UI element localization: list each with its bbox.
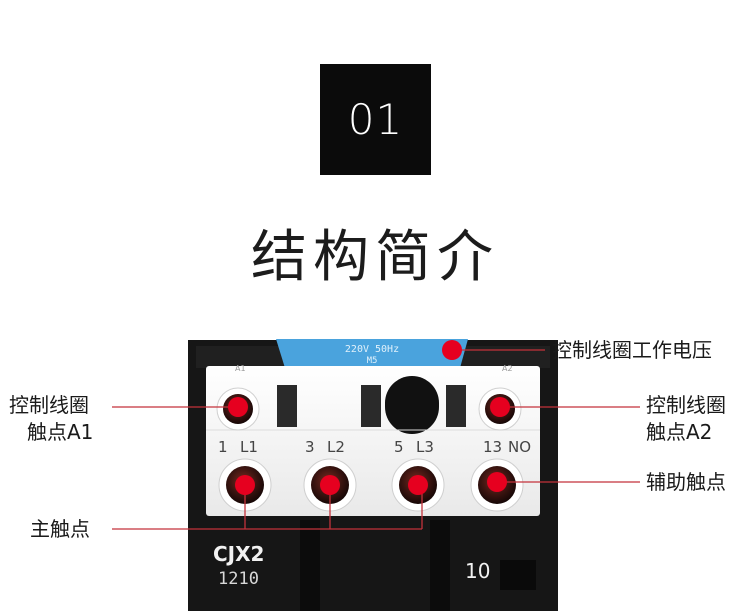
coil-voltage-tag: 220V 50Hz M5: [276, 339, 468, 368]
terminal-label-no: NO: [508, 438, 531, 456]
model-number: 1210: [218, 569, 259, 589]
coil-tag-text-2: M5: [367, 356, 378, 366]
lower-body: [188, 516, 558, 611]
marker-main-l2: [320, 475, 340, 495]
callout-markers: [228, 340, 510, 495]
section-title: 结构简介: [251, 225, 499, 290]
terminal-label-3: 3: [305, 438, 315, 456]
callout-coil-a2-line2: 触点A2: [646, 420, 713, 444]
marker-main-l3: [408, 475, 428, 495]
callout-coil-a1-line1: 控制线圈: [9, 393, 89, 417]
coil-tag-text: 220V 50Hz: [345, 344, 399, 355]
section-number-badge: 01: [320, 64, 431, 175]
terminal-label-13: 13: [483, 438, 502, 456]
terminal-block: [206, 366, 540, 516]
callout-coil-voltage: 控制线圈工作电压: [552, 338, 712, 362]
terminal-label-l1: L1: [240, 438, 258, 456]
marker-coil-voltage: [442, 340, 462, 360]
callout-aux-contact: 辅助触点: [646, 470, 726, 494]
terminal-label-l2: L2: [327, 438, 345, 456]
terminal-label-a1: A1: [235, 364, 246, 373]
callout-main-contact: 主触点: [30, 517, 90, 541]
terminal-label-1: 1: [218, 438, 228, 456]
callout-coil-a2-line1: 控制线圈: [646, 393, 726, 417]
model-label: CJX2: [213, 542, 264, 566]
terminal-label-l3: L3: [416, 438, 434, 456]
terminal-label-5: 5: [394, 438, 404, 456]
marker-coil-a1: [228, 397, 248, 417]
callout-coil-a1-line2: 触点A1: [27, 420, 94, 444]
contact-config: 10: [465, 559, 490, 583]
marker-aux: [487, 472, 507, 492]
terminal-label-a2: A2: [502, 364, 513, 373]
marker-main-l1: [235, 475, 255, 495]
marker-coil-a2: [490, 397, 510, 417]
